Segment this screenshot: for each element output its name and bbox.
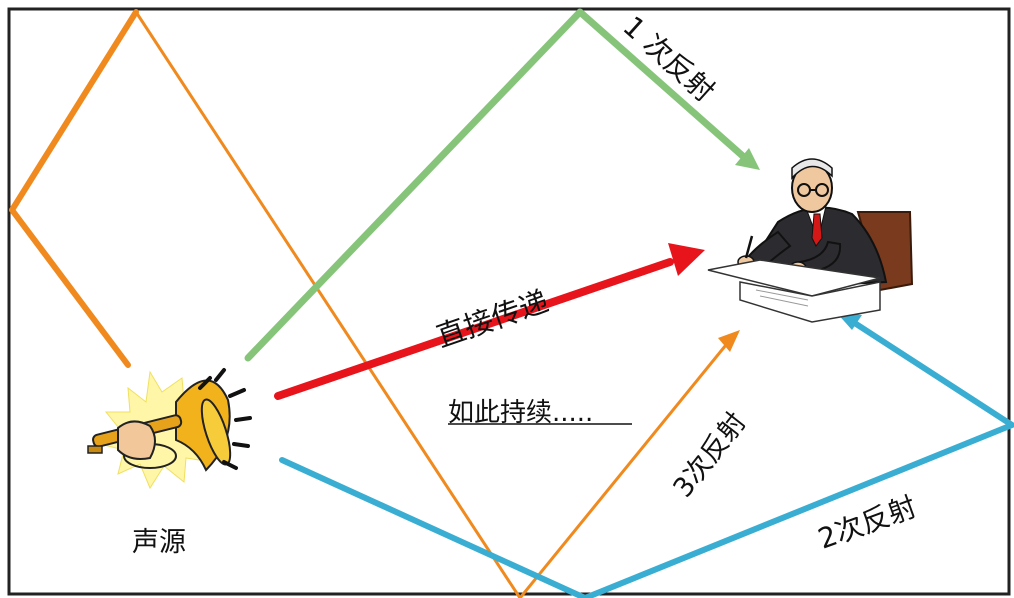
trumpet-icon: [87, 368, 252, 490]
source-label: 声源: [132, 527, 186, 558]
continue-label: 如此持续.....: [448, 398, 594, 428]
reflection-3-path: [9, 9, 740, 598]
direct-path: [274, 243, 705, 400]
reflection-1-path: [244, 8, 760, 362]
room-boundary: [7, 7, 1011, 596]
man-at-desk-icon: [707, 158, 914, 323]
